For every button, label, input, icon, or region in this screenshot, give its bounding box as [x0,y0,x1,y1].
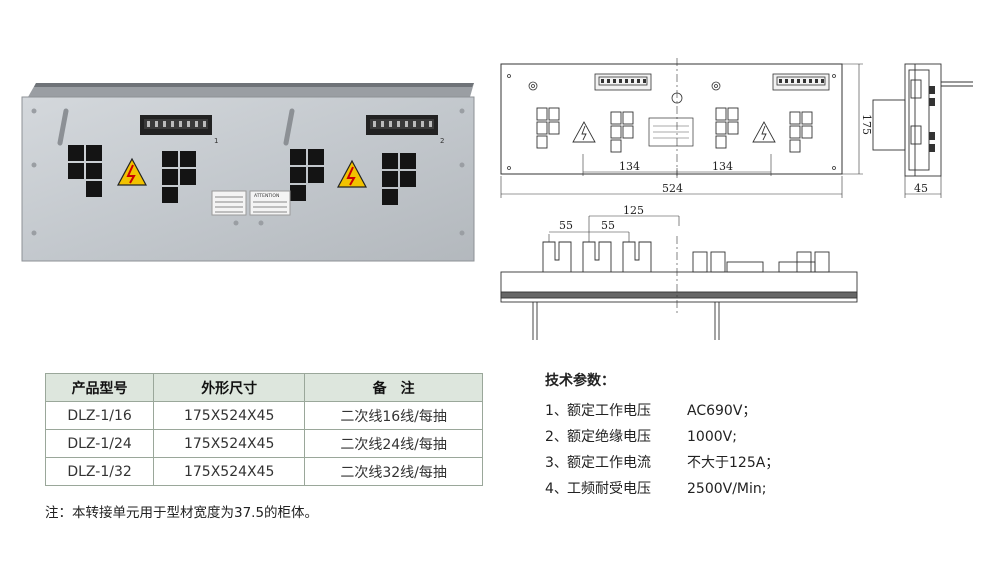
cell-remark: 二次线24线/每抽 [304,429,483,458]
param-label: 额定工作电压 [567,403,651,419]
param-item: 1、额定工作电压 AC690V； [545,398,779,424]
param-value: 不大于125A； [687,455,780,471]
product-photo: 1 2 ATTENTION [21,83,475,262]
param-value: 1000V; [687,429,737,445]
cell-dimensions: 175X524X45 [153,401,306,430]
technical-drawing: 134 134 524 175 45 55 55 125 [500,58,973,340]
params-title: 技术参数： [545,373,615,389]
warning-triangle-icon [116,157,148,186]
dim-pitch-a: 55 [559,219,573,232]
param-number: 2、 [545,429,568,445]
dim-half-left: 134 [619,160,640,173]
param-value: AC690V； [687,403,757,419]
dim-depth: 45 [914,182,928,195]
table-row: DLZ-1/24 175X524X45 二次线24线/每抽 [44,429,483,458]
dim-span: 125 [623,204,644,217]
dim-pitch-b: 55 [601,219,615,232]
param-value: 2500V/Min; [687,481,767,497]
dim-width: 524 [662,182,683,195]
cell-model: DLZ-1/16 [44,401,155,430]
warning-triangle-icon [336,159,368,188]
footnote: 注：本转接单元用于型材宽度为37.5的柜体。 [45,505,319,521]
tech-params: 技术参数： 1、额定工作电压 AC690V； 2、额定绝缘电压 1000V; 3、额… [545,370,779,502]
cell-dimensions: 175X524X45 [153,457,306,486]
cell-model: DLZ-1/24 [44,429,155,458]
cell-model: DLZ-1/32 [44,457,155,486]
param-number: 3、 [545,455,568,471]
param-number: 1、 [545,403,568,419]
spec-table: 产品型号 外形尺寸 备 注 DLZ-1/16 175X524X45 二次线16线… [44,373,483,486]
attention-label: ATTENTION [254,193,279,199]
col-header-dimensions: 外形尺寸 [153,373,306,402]
col-header-model: 产品型号 [44,373,155,402]
connector-label-1: 1 [214,137,218,145]
col-header-remark: 备 注 [304,373,483,402]
table-row: DLZ-1/16 175X524X45 二次线16线/每抽 [44,401,483,430]
table-row: DLZ-1/32 175X524X45 二次线32线/每抽 [44,457,483,486]
param-item: 3、额定工作电流 不大于125A； [545,450,779,476]
param-number: 4、 [545,481,568,497]
connector-label-2: 2 [440,137,444,145]
param-item: 2、额定绝缘电压 1000V; [545,424,779,450]
table-header-row: 产品型号 外形尺寸 备 注 [44,373,483,402]
param-item: 4、工频耐受电压 2500V/Min; [545,476,779,502]
param-label: 工频耐受电压 [567,481,651,497]
cell-remark: 二次线16线/每抽 [304,401,483,430]
dim-height: 175 [860,114,873,135]
param-label: 额定工作电流 [567,455,651,471]
cell-dimensions: 175X524X45 [153,429,306,458]
param-label: 额定绝缘电压 [567,429,651,445]
cell-remark: 二次线32线/每抽 [304,457,483,486]
dim-half-right: 134 [712,160,733,173]
